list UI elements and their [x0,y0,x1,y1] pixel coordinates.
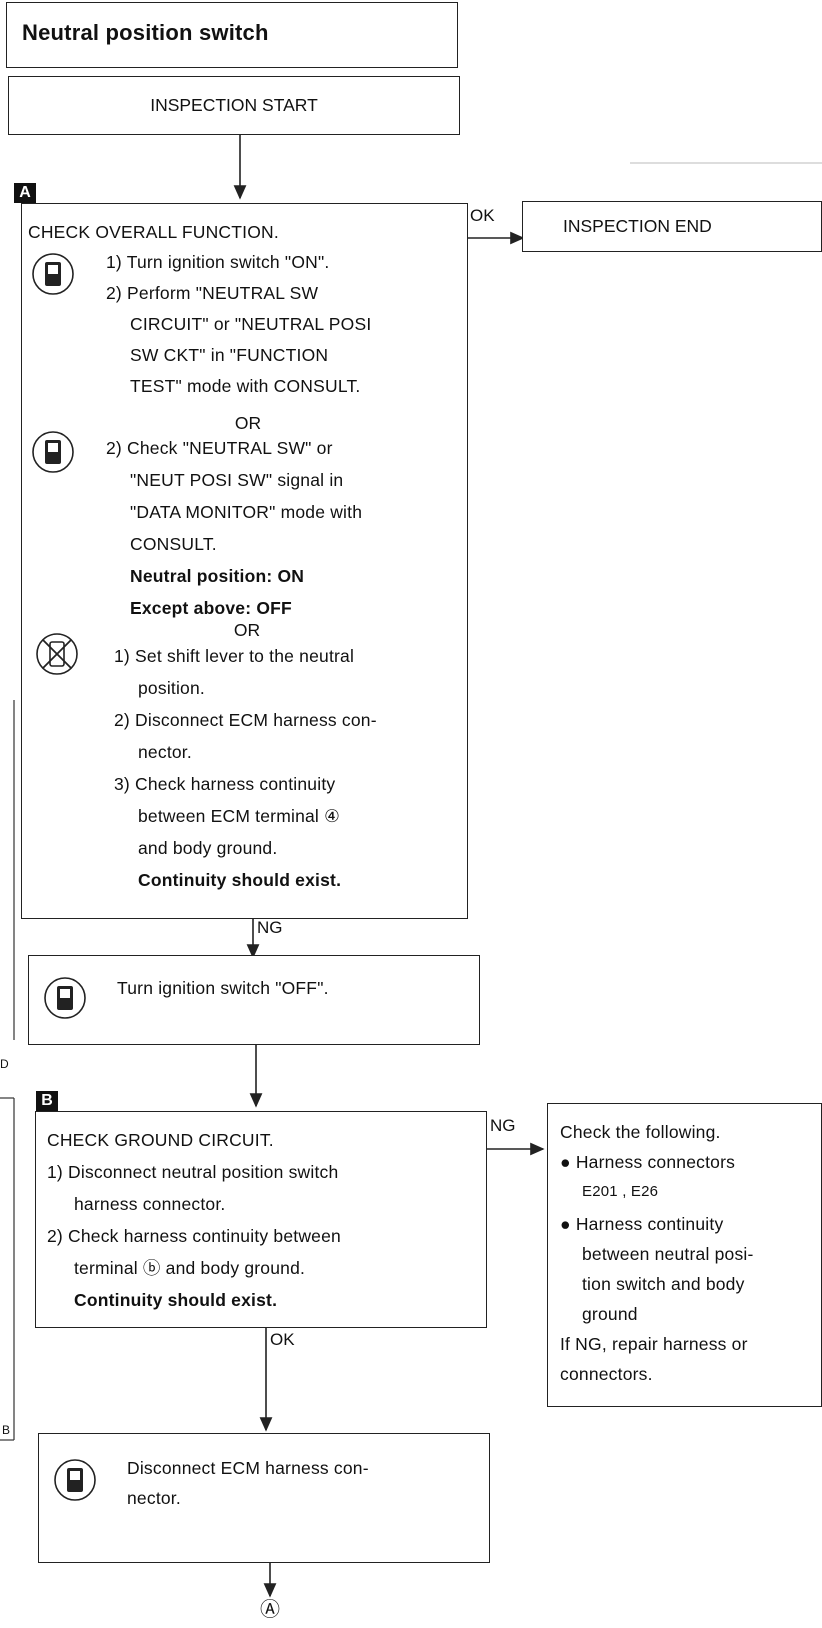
goto-a-marker: Ⓐ [260,1599,280,1621]
inspection-start-box: INSPECTION START [8,76,460,135]
ignition-off-text: Turn ignition switch "OFF". [117,978,329,998]
step-a-ok-label: OK [470,206,495,225]
inspection-end-box: INSPECTION END [522,201,822,252]
or-divider-1: OR [234,413,262,433]
step-b-heading: CHECK GROUND CIRCUIT. [47,1130,274,1150]
ignition-off-box: Turn ignition switch "OFF". [28,955,480,1045]
or-divider-2: OR [233,620,261,640]
consult-icon [54,1459,96,1501]
disconnect-ecm-box: Disconnect ECM harness con- nector. [38,1433,490,1563]
check-following-box: Check the following. ● Harness connector… [547,1103,822,1407]
step-a-box: CHECK OVERALL FUNCTION. 1) Turn ignition… [21,203,468,919]
inspection-end-label: INSPECTION END [563,216,712,236]
no-tools-icon [36,633,78,675]
section-b-tag: B [36,1091,58,1111]
consult-icon [32,253,74,295]
step-b-ng-label: NG [490,1116,516,1135]
title-box: Neutral position switch [6,2,458,68]
inspection-start-label: INSPECTION START [150,95,318,115]
section-a-tag: A [14,183,36,203]
step-a-heading: CHECK OVERALL FUNCTION. [28,222,279,242]
step-b-ok-label: OK [270,1330,295,1349]
step-b-box: CHECK GROUND CIRCUIT. 1) Disconnect neut… [35,1111,487,1328]
consult-icon [44,977,86,1019]
consult-icon [32,431,74,473]
step-a-ng-label: NG [257,918,283,937]
page-title: Neutral position switch [22,20,269,45]
